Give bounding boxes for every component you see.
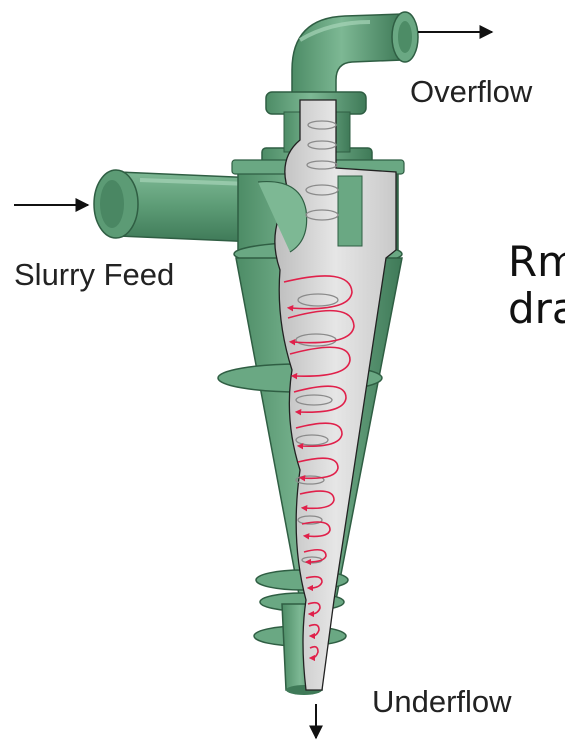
underflow-label: Underflow — [372, 686, 512, 717]
slide-text-line-2: dra — [508, 285, 565, 332]
slide-text-line-1: Rm — [508, 238, 565, 285]
overflow-label: Overflow — [410, 76, 532, 107]
slurry-feed-label: Slurry Feed — [14, 259, 174, 290]
feed-inlet-pipe — [94, 170, 258, 242]
clipped-slide-text: Rm dra — [508, 238, 565, 332]
